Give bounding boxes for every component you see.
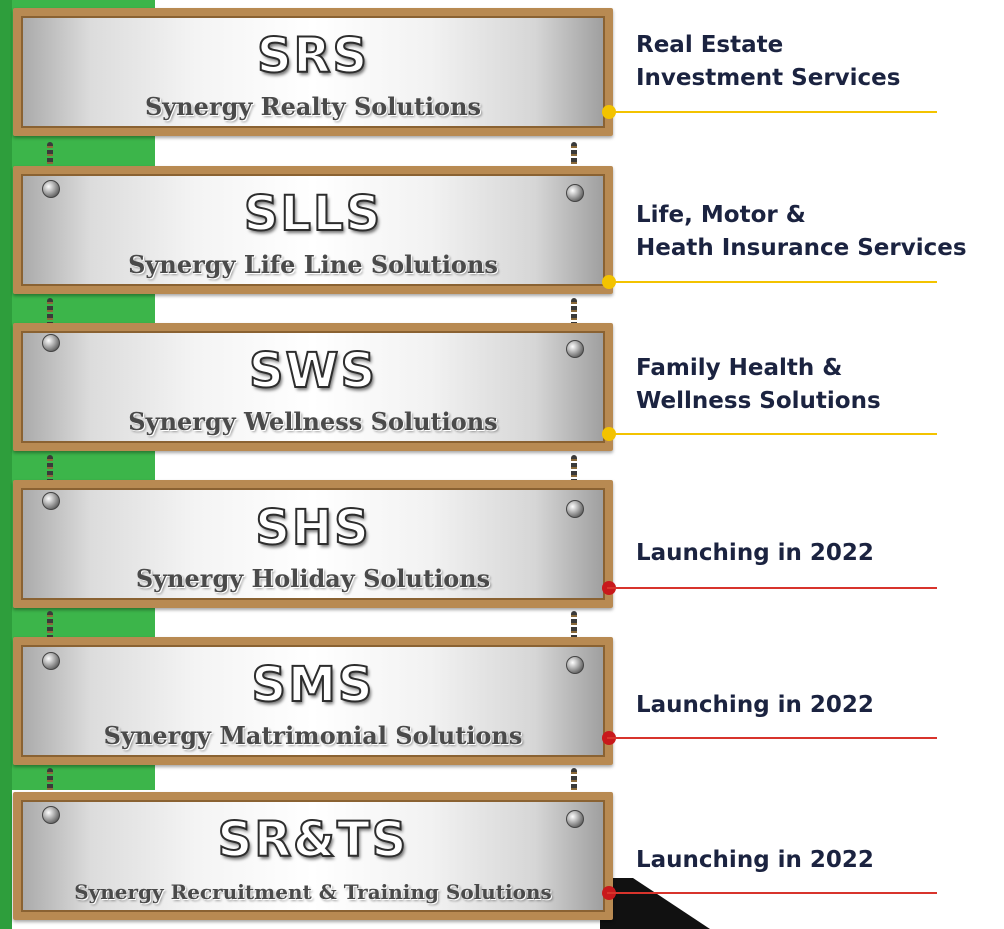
bolt-icon [566, 810, 584, 828]
bolt-icon [566, 184, 584, 202]
leader-line [607, 587, 937, 589]
sign-shs: SHS Synergy Holiday Solutions [13, 480, 613, 608]
sign-abbreviation: SWS [248, 342, 378, 400]
bolt-icon [42, 806, 60, 824]
service-description-srs: Real Estate Investment Services [636, 29, 900, 95]
hanging-chain [47, 298, 53, 332]
bolt-icon [42, 492, 60, 510]
sign-full-name: Synergy Wellness Solutions [128, 407, 498, 436]
sign-srs: SRS Synergy Realty Solutions [13, 8, 613, 136]
hanging-chain [571, 455, 577, 489]
sign-abbreviation: SMS [251, 656, 375, 714]
service-description-slls: Life, Motor & Heath Insurance Services [636, 199, 967, 265]
green-left-edge [0, 0, 12, 929]
sign-full-name: Synergy Matrimonial Solutions [103, 721, 523, 750]
bolt-icon [566, 340, 584, 358]
sign-sws: SWS Synergy Wellness Solutions [13, 323, 613, 451]
description-line: Launching in 2022 [636, 540, 874, 566]
leader-line [607, 281, 937, 283]
sign-abbreviation: SHS [254, 499, 371, 557]
hanging-chain [47, 455, 53, 489]
bolt-icon [566, 500, 584, 518]
sign-full-name: Synergy Recruitment & Training Solutions [74, 880, 552, 904]
description-line: Wellness Solutions [636, 388, 881, 414]
hanging-chain [47, 768, 53, 802]
leader-line [607, 737, 937, 739]
bolt-icon [42, 180, 60, 198]
sign-full-name: Synergy Realty Solutions [144, 92, 482, 121]
sign-full-name: Synergy Life Line Solutions [128, 250, 498, 279]
sign-abbreviation: SR&TS [217, 811, 409, 869]
service-description-shs: Launching in 2022 [636, 537, 874, 570]
description-line: Investment Services [636, 65, 901, 91]
leader-line [607, 111, 937, 113]
bolt-icon [566, 656, 584, 674]
description-line: Heath Insurance Services [636, 235, 967, 261]
leader-line [607, 892, 937, 894]
description-line: Family Health & [636, 355, 843, 381]
hanging-chain [47, 611, 53, 645]
service-description-srts: Launching in 2022 [636, 844, 874, 877]
description-line: Life, Motor & [636, 202, 806, 228]
sign-slls: SLLS Synergy Life Line Solutions [13, 166, 613, 294]
service-description-sws: Family Health & Wellness Solutions [636, 352, 881, 418]
sign-abbreviation: SLLS [243, 185, 383, 243]
leader-line [607, 433, 937, 435]
description-line: Real Estate [636, 32, 784, 58]
description-line: Launching in 2022 [636, 692, 874, 718]
hanging-chain [571, 142, 577, 176]
hanging-chain [571, 768, 577, 802]
service-description-sms: Launching in 2022 [636, 689, 874, 722]
hanging-chain [571, 298, 577, 332]
description-line: Launching in 2022 [636, 847, 874, 873]
sign-full-name: Synergy Holiday Solutions [135, 564, 491, 593]
bolt-icon [42, 334, 60, 352]
sign-sms: SMS Synergy Matrimonial Solutions [13, 637, 613, 765]
dark-corner-shape [600, 878, 710, 929]
sign-srts: SR&TS Synergy Recruitment & Training Sol… [13, 792, 613, 920]
sign-abbreviation: SRS [256, 27, 370, 85]
bolt-icon [42, 652, 60, 670]
hanging-chain [47, 142, 53, 176]
hanging-chain [571, 611, 577, 645]
